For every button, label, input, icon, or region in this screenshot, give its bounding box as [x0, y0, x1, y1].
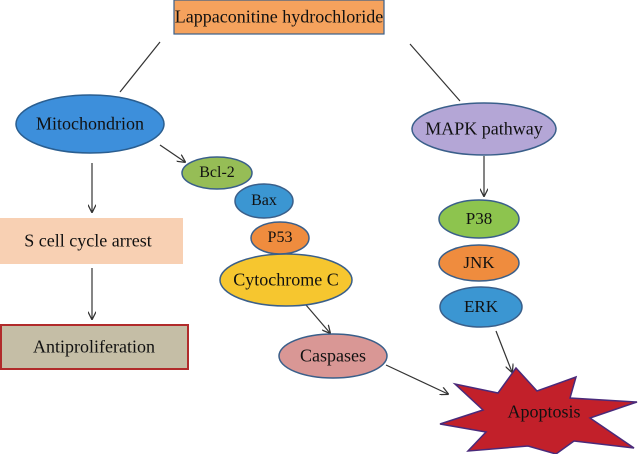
- mitochondrion-node: [15, 94, 165, 154]
- apoptosis-star: [439, 366, 638, 454]
- jnk-node: [438, 244, 520, 282]
- lappaconitine-box: [173, 0, 385, 35]
- caspases-node: [278, 333, 388, 379]
- arrow-caspases-apoptosis: [385, 364, 448, 394]
- p38-node: [438, 199, 520, 239]
- arrow-cytochrome-caspases: [305, 304, 330, 333]
- cytochrome-c-node: [219, 253, 353, 307]
- erk-node: [439, 286, 523, 328]
- s-cell-cycle-arrest-box: [0, 218, 183, 264]
- bax-node: [234, 183, 294, 219]
- arrow-mitochondrion-bcl2: [159, 144, 185, 162]
- antiproliferation-box: [0, 324, 189, 370]
- connector-lappaconitine-mapk: [409, 43, 461, 102]
- bcl2-node: [181, 156, 253, 190]
- p53-node: [250, 221, 310, 255]
- connector-lappaconitine-mitochondrion: [119, 41, 161, 93]
- mapk-node: [411, 102, 557, 156]
- arrow-erk-apoptosis: [495, 330, 512, 372]
